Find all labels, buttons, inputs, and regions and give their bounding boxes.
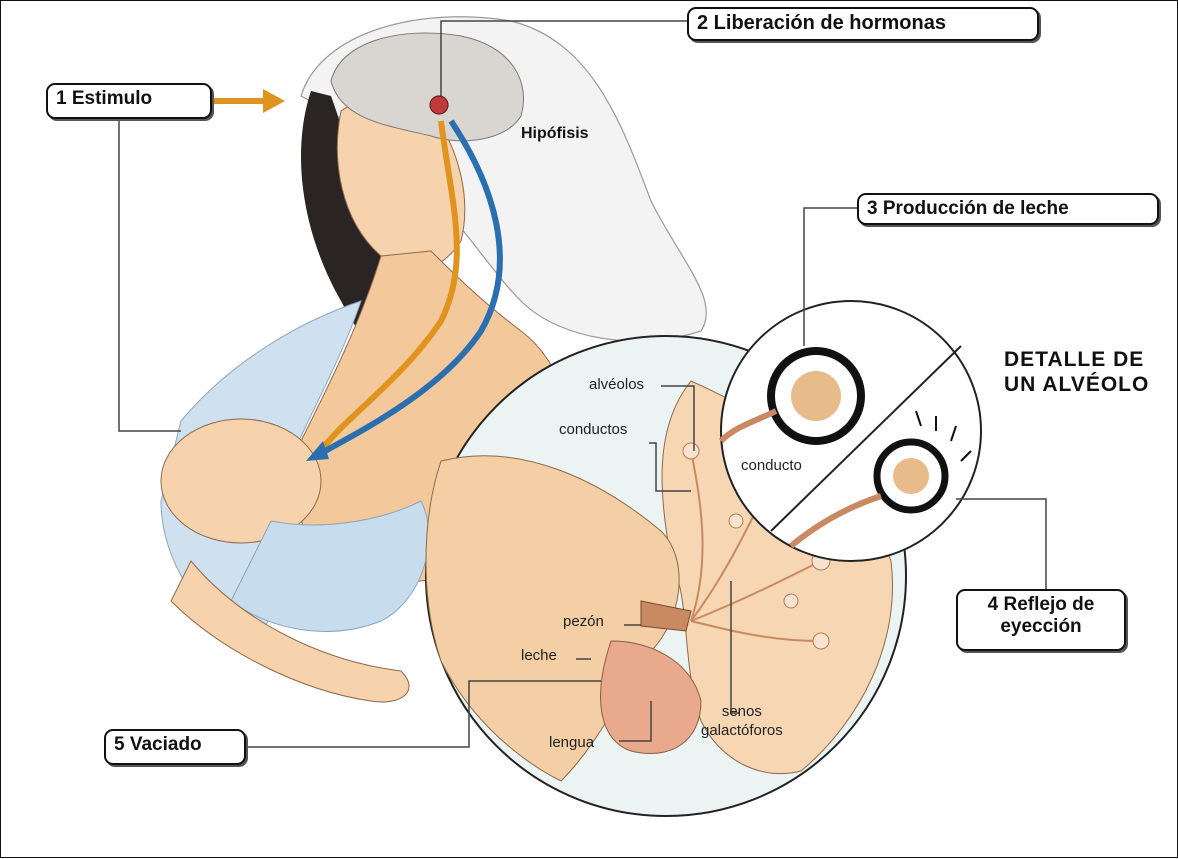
conducto-label: conducto	[741, 457, 802, 474]
senos-line2: galactóforos	[701, 722, 783, 741]
step5-label: 5 Vaciado	[104, 729, 246, 765]
detalle-line1: DETALLE DE	[1004, 347, 1149, 372]
step2-label: 2 Liberación de hormonas	[687, 7, 1039, 41]
detalle-alveolo-title: DETALLE DE UN ALVÉOLO	[1004, 347, 1149, 397]
alveolus-upper-core	[791, 371, 841, 421]
step4-line2: eyección	[966, 616, 1116, 638]
pezon-label: pezón	[563, 613, 604, 630]
lengua-label: lengua	[549, 734, 594, 751]
leche-label: leche	[521, 647, 557, 664]
step1-label: 1 Estimulo	[46, 83, 212, 119]
stimulus-arrow-head	[263, 89, 285, 113]
hypophysis	[430, 96, 448, 114]
hipofisis-label: Hipófisis	[521, 125, 589, 143]
step4-label: 4 Reflejo de eyección	[956, 589, 1126, 651]
alveolus-lower-core	[893, 458, 929, 494]
alveolos-label: alvéolos	[589, 376, 644, 393]
step3-label: 3 Producción de leche	[857, 193, 1159, 225]
alveolus-detail-circle	[721, 301, 981, 561]
detalle-line2: UN ALVÉOLO	[1004, 372, 1149, 397]
step4-line1: 4 Reflejo de	[966, 594, 1116, 616]
conductos-label: conductos	[559, 421, 627, 438]
senos-label: senos galactóforos	[701, 703, 783, 741]
senos-line1: senos	[701, 703, 783, 722]
